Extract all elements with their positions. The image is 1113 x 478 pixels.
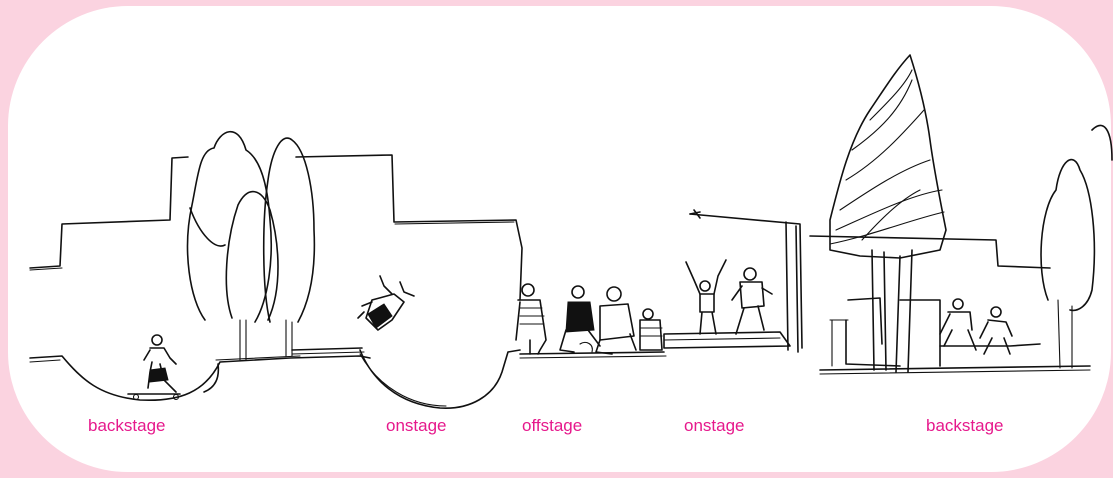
left-trees (186, 130, 316, 361)
right-buildings (809, 235, 1091, 375)
label-onstage-right: onstage (684, 416, 745, 435)
left-bowl (29, 347, 371, 402)
label-offstage: offstage (522, 416, 583, 435)
seated-group (515, 283, 667, 359)
centre-bowl (359, 349, 521, 409)
label-onstage-left: onstage (386, 416, 447, 435)
skater-left (127, 334, 181, 401)
scribble-tree (829, 54, 947, 373)
left-buildings (29, 154, 523, 301)
label-backstage-right: backstage (926, 416, 1004, 435)
label-backstage-left: backstage (88, 416, 166, 435)
skater-flip (357, 275, 415, 331)
platform-right (663, 209, 803, 353)
cheering-people (685, 259, 773, 335)
right-small-trees (1040, 124, 1113, 369)
skaters-right (939, 298, 1013, 355)
